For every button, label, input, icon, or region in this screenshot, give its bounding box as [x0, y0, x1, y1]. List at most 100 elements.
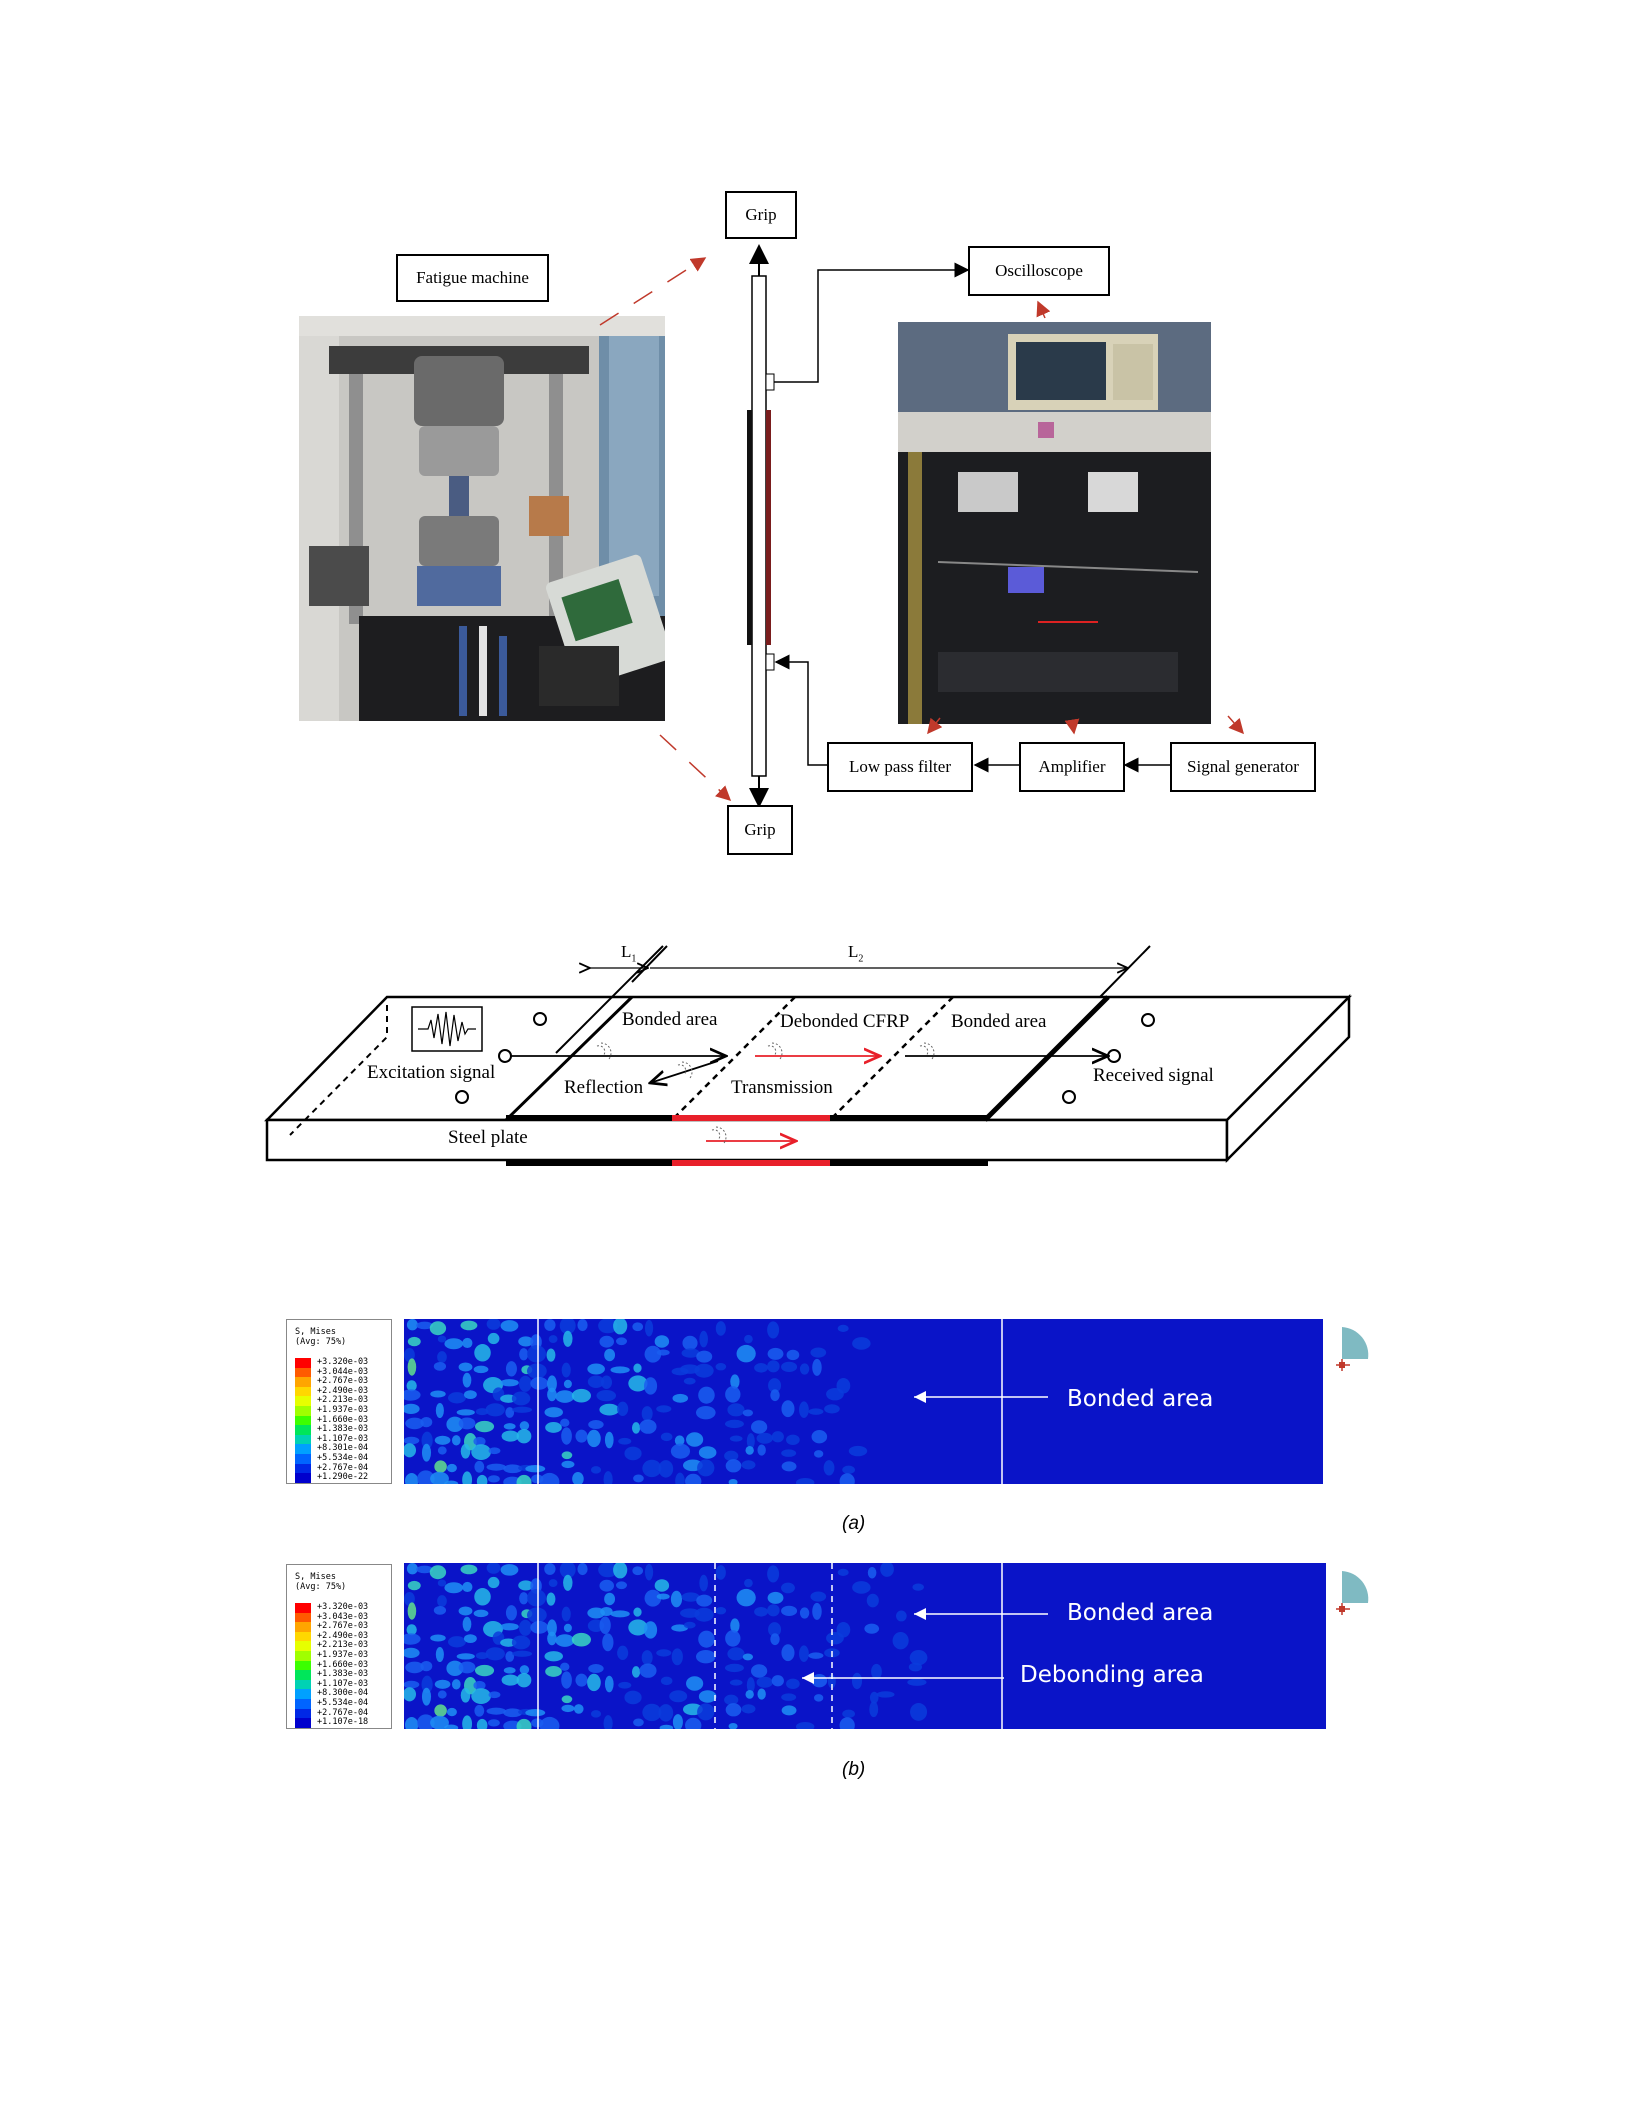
contour-blob: [610, 1610, 630, 1618]
contour-blob: [561, 1460, 575, 1469]
contour-blob: [799, 1645, 809, 1662]
contour-field-a: [404, 1319, 1048, 1484]
legend-value: +2.767e-04: [317, 1707, 369, 1718]
contour-blob: [768, 1378, 782, 1393]
l1-label: L1: [621, 942, 637, 965]
contour-blob: [746, 1433, 755, 1450]
contour-blob: [563, 1623, 572, 1633]
contour-blob: [656, 1593, 670, 1600]
contour-blob: [500, 1564, 519, 1576]
contour-blob: [516, 1718, 532, 1729]
contour-blob: [632, 1322, 644, 1332]
contour-blob: [404, 1716, 419, 1729]
legend-swatch: [295, 1641, 311, 1651]
contour-blob: [548, 1335, 558, 1344]
contour-blob: [404, 1443, 417, 1458]
contour-blob: [654, 1579, 670, 1592]
contour-blob: [728, 1478, 738, 1484]
contour-blob: [406, 1380, 417, 1392]
contour-blob: [406, 1624, 417, 1636]
contour-blob: [633, 1718, 644, 1727]
excitation-signal-label: Excitation signal: [367, 1062, 496, 1083]
contour-blob: [724, 1694, 739, 1706]
contour-blob: [781, 1644, 795, 1662]
contour-blob: [724, 1419, 744, 1429]
contour-blob: [544, 1319, 556, 1331]
contour-blob: [475, 1408, 489, 1416]
contour-blob: [474, 1420, 495, 1433]
contour-blob: [503, 1708, 523, 1718]
contour-blob: [433, 1606, 447, 1615]
signal-generator-box: Signal generator: [1170, 742, 1316, 792]
contour-blob: [420, 1660, 433, 1672]
contour-blob: [781, 1605, 798, 1617]
contour-blob: [671, 1648, 683, 1666]
pointer-top-grip: [599, 257, 707, 326]
contour-blob: [683, 1377, 696, 1385]
legend-swatch: [295, 1631, 311, 1642]
contour-blob: [715, 1321, 726, 1336]
legend-value: +8.301e-04: [317, 1443, 369, 1454]
bonded-area-label-b: Bonded area: [1067, 1600, 1214, 1626]
contour-blob: [715, 1606, 727, 1615]
contour-blob: [644, 1563, 654, 1581]
contour-blob: [599, 1616, 611, 1635]
pointer-amplifier: [1064, 718, 1080, 735]
contour-blob: [429, 1565, 447, 1580]
contour-blob: [519, 1665, 530, 1675]
contour-blob: [912, 1583, 924, 1591]
contour-blob: [698, 1630, 715, 1648]
contour-blob: [656, 1649, 672, 1657]
contour-blob: [799, 1363, 810, 1375]
contour-blob: [744, 1578, 753, 1588]
contour-blob: [485, 1647, 505, 1661]
contour-blob: [460, 1687, 471, 1703]
contour-blob: [587, 1375, 605, 1388]
contour-blob: [642, 1703, 662, 1722]
contour-blob: [814, 1450, 824, 1458]
contour-blob: [404, 1633, 421, 1645]
contour-blob: [633, 1363, 642, 1373]
contour-blob: [852, 1337, 871, 1350]
contour-blob: [631, 1422, 641, 1434]
contour-blob: [548, 1579, 558, 1588]
contour-blob: [406, 1563, 418, 1575]
contour-blob: [757, 1688, 766, 1700]
legend-b-values: +3.320e-03+3.043e-03+2.767e-03+2.490e-03…: [317, 1602, 369, 1728]
contour-blob: [808, 1408, 824, 1415]
fatigue-machine-illustration: [299, 316, 665, 721]
legend-value: +3.320e-03: [317, 1602, 369, 1612]
contour-blob: [429, 1321, 447, 1336]
legend-value: +2.767e-03: [317, 1376, 369, 1387]
contour-blob: [547, 1387, 557, 1402]
legend-a-values: +3.320e-03+3.044e-03+2.767e-03+2.490e-03…: [317, 1357, 369, 1483]
contour-blob: [810, 1347, 827, 1358]
contour-blob: [699, 1330, 708, 1348]
contour-blob: [799, 1401, 809, 1418]
contour-blob: [500, 1623, 519, 1631]
contour-blob: [839, 1473, 855, 1484]
legend-a-header: S, Mises(Avg: 75%): [295, 1327, 347, 1347]
contour-blob: [658, 1704, 674, 1722]
legend-swatch: [295, 1612, 311, 1623]
contour-blob: [404, 1472, 419, 1484]
contour-blob: [812, 1358, 822, 1376]
contour-blob: [781, 1400, 795, 1418]
contour-blob: [475, 1652, 489, 1660]
contour-blob: [750, 1664, 768, 1678]
cfrp-strip-front: [766, 410, 771, 645]
grip-top-box: Grip: [725, 191, 797, 239]
contour-blob: [756, 1676, 773, 1688]
contour-blob: [842, 1465, 855, 1474]
contour-blob: [405, 1417, 424, 1430]
contour-blob: [851, 1672, 863, 1690]
contour-blob: [745, 1690, 754, 1699]
pointer-arrowhead: [802, 1672, 814, 1684]
contour-blob: [616, 1581, 627, 1590]
contour-blob: [446, 1660, 464, 1677]
l2-label: L2: [848, 942, 864, 965]
legend-swatch: [295, 1434, 311, 1445]
contour-blob: [644, 1319, 654, 1337]
legend-swatch: [295, 1679, 311, 1690]
triad-a: [1336, 1327, 1369, 1371]
